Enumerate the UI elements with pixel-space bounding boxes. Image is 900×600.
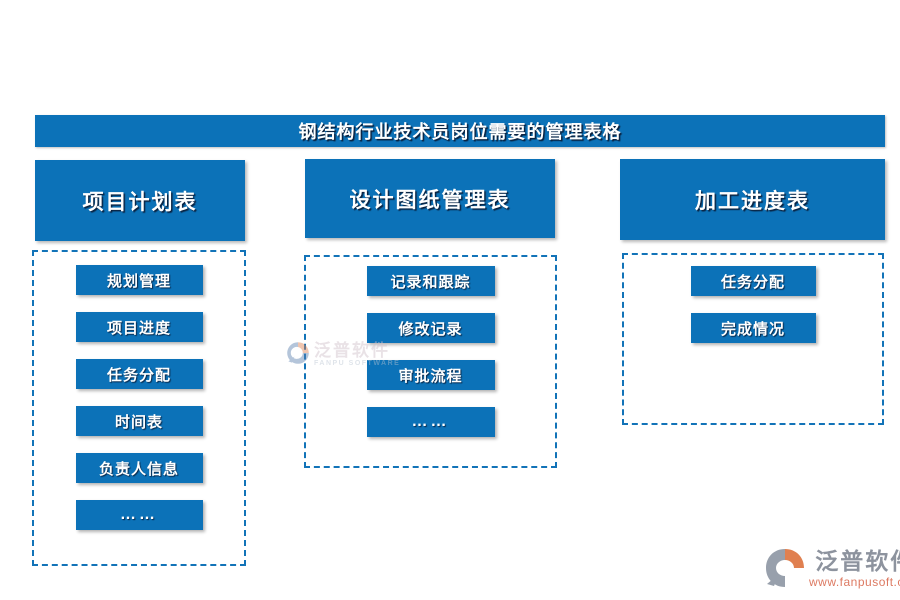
item-approval-process: 审批流程 <box>366 360 495 390</box>
footer-brand-text: 泛普软件 <box>815 548 900 574</box>
item-planning-management: 规划管理 <box>75 265 203 295</box>
fanpu-logo-icon <box>766 549 804 587</box>
footer-brand-logo: 泛普软件 www.fanpusoft.com <box>764 548 900 589</box>
item-record-and-tracking: 记录和跟踪 <box>366 266 495 296</box>
item-task-assignment: 任务分配 <box>75 359 203 389</box>
column-group-processing-progress: 任务分配 完成情况 <box>622 253 884 425</box>
column-header-processing-progress: 加工进度表 <box>620 159 885 240</box>
column-group-project-plan: 规划管理 项目进度 任务分配 时间表 负责人信息 …… <box>32 250 246 566</box>
column-header-project-plan: 项目计划表 <box>35 160 245 241</box>
item-modification-record: 修改记录 <box>366 313 495 343</box>
column-group-design-drawing: 记录和跟踪 修改记录 审批流程 …… <box>304 255 557 468</box>
item-ellipsis: …… <box>366 407 495 437</box>
item-completion-status: 完成情况 <box>690 313 816 343</box>
footer-url-text: www.fanpusoft.com <box>809 575 900 589</box>
item-task-assignment: 任务分配 <box>690 266 816 296</box>
item-ellipsis: …… <box>75 500 203 530</box>
column-header-design-drawing: 设计图纸管理表 <box>305 159 555 238</box>
item-responsible-person-info: 负责人信息 <box>75 453 203 483</box>
item-timetable: 时间表 <box>75 406 203 436</box>
diagram-title: 钢结构行业技术员岗位需要的管理表格 <box>35 115 885 147</box>
item-project-progress: 项目进度 <box>75 312 203 342</box>
